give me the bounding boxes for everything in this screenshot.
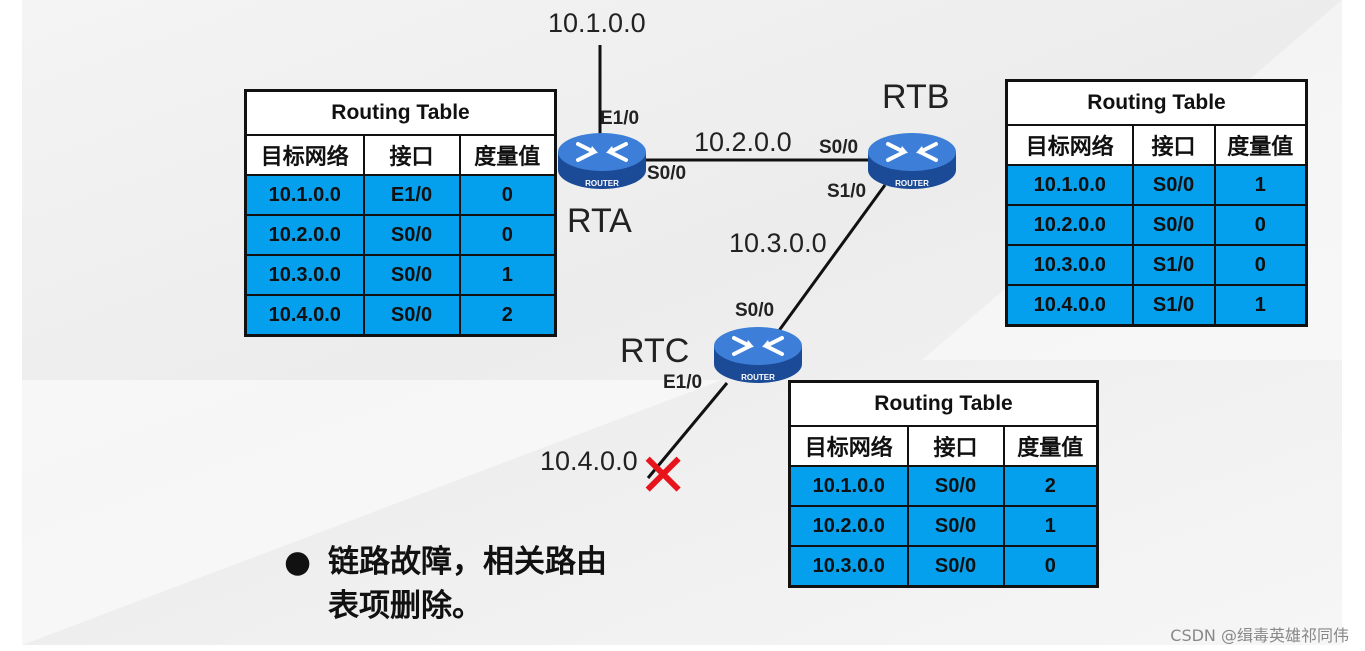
cell-metric: 0 xyxy=(1213,204,1308,246)
column-header-metric: 度量值 xyxy=(458,134,557,176)
network-label-10-2: 10.2.0.0 xyxy=(694,127,792,157)
table-row: 10.1.0.0 S0/0 1 xyxy=(1005,164,1308,206)
cell-interface: S0/0 xyxy=(362,294,461,337)
column-header-destination: 目标网络 xyxy=(788,425,909,467)
column-header-interface: 接口 xyxy=(1131,124,1216,166)
bullet-dot-icon: ● xyxy=(284,544,312,580)
watermark: CSDN @缉毒英雄祁同伟 xyxy=(1170,626,1349,645)
routing-table-rtb: Routing Table 目标网络 接口 度量值 10.1.0.0 S0/0 … xyxy=(1005,79,1309,327)
cell-interface: S0/0 xyxy=(906,505,1005,547)
cell-metric: 1 xyxy=(1213,164,1308,206)
link-failure-icon: ✕ xyxy=(638,441,689,511)
link-rtb-rtc xyxy=(776,184,887,333)
router-name-rtc: RTC xyxy=(620,332,690,370)
interface-label-rta-s00: S0/0 xyxy=(647,163,687,184)
table-row: 10.3.0.0 S0/0 1 xyxy=(244,254,557,296)
column-header-interface: 接口 xyxy=(362,134,461,176)
interface-label-rtc-s00: S0/0 xyxy=(735,300,775,321)
cell-metric: 1 xyxy=(1002,505,1099,547)
table-row: 10.2.0.0 S0/0 0 xyxy=(1005,204,1308,246)
network-label-10-1: 10.1.0.0 xyxy=(548,8,646,38)
table-row: 10.2.0.0 S0/0 0 xyxy=(244,214,557,256)
cell-interface: S0/0 xyxy=(1131,204,1216,246)
table-row: 10.4.0.0 S1/0 1 xyxy=(1005,284,1308,327)
column-header-interface: 接口 xyxy=(906,425,1005,467)
cell-destination: 10.4.0.0 xyxy=(244,294,365,337)
router-badge-rtb: ROUTER xyxy=(895,179,929,188)
link-rtc-n4 xyxy=(646,382,729,479)
table-row: 10.1.0.0 E1/0 0 xyxy=(244,174,557,216)
cell-interface: S0/0 xyxy=(1131,164,1216,206)
cell-metric: 2 xyxy=(458,294,557,337)
table-row: 10.1.0.0 S0/0 2 xyxy=(788,465,1099,507)
bullet-text: 链路故障，相关路由表项删除。 xyxy=(328,544,607,624)
router-badge-rta: ROUTER xyxy=(585,179,619,188)
table-row: 10.3.0.0 S0/0 0 xyxy=(788,545,1099,588)
cell-metric: 0 xyxy=(1002,545,1099,588)
cell-interface: S0/0 xyxy=(906,465,1005,507)
cell-destination: 10.2.0.0 xyxy=(1005,204,1134,246)
cell-destination: 10.1.0.0 xyxy=(244,174,365,216)
cell-interface: S1/0 xyxy=(1131,244,1216,286)
cell-metric: 0 xyxy=(1213,244,1308,286)
cell-metric: 2 xyxy=(1002,465,1099,507)
cell-destination: 10.3.0.0 xyxy=(244,254,365,296)
interface-label-rtc-e10: E1/0 xyxy=(663,372,703,393)
table-row: 10.2.0.0 S0/0 1 xyxy=(788,505,1099,547)
cell-metric: 0 xyxy=(458,214,557,256)
cell-destination: 10.3.0.0 xyxy=(788,545,909,588)
routing-table-rta: Routing Table 目标网络 接口 度量值 10.1.0.0 E1/0 … xyxy=(244,89,558,337)
table-row: 10.3.0.0 S1/0 0 xyxy=(1005,244,1308,286)
network-label-10-4: 10.4.0.0 xyxy=(540,446,638,476)
cell-destination: 10.1.0.0 xyxy=(788,465,909,507)
interface-label-rta-e10: E1/0 xyxy=(600,108,640,129)
column-header-destination: 目标网络 xyxy=(244,134,365,176)
router-badge-rtc: ROUTER xyxy=(741,373,775,382)
column-header-metric: 度量值 xyxy=(1002,425,1099,467)
cell-destination: 10.1.0.0 xyxy=(1005,164,1134,206)
routing-table-title: Routing Table xyxy=(244,89,557,136)
interface-label-rtb-s10: S1/0 xyxy=(827,181,867,202)
cell-metric: 1 xyxy=(1213,284,1308,327)
cell-interface: E1/0 xyxy=(362,174,461,216)
cell-destination: 10.2.0.0 xyxy=(788,505,909,547)
router-icon-rtb: ROUTER xyxy=(868,133,956,189)
network-label-10-3: 10.3.0.0 xyxy=(729,228,827,258)
cell-interface: S0/0 xyxy=(362,254,461,296)
router-icon-rtc: ROUTER xyxy=(714,327,802,383)
cell-interface: S1/0 xyxy=(1131,284,1216,327)
cell-metric: 0 xyxy=(458,174,557,216)
cell-interface: S0/0 xyxy=(362,214,461,256)
column-header-metric: 度量值 xyxy=(1213,124,1308,166)
column-header-destination: 目标网络 xyxy=(1005,124,1134,166)
router-name-rta: RTA xyxy=(567,202,632,240)
cell-destination: 10.2.0.0 xyxy=(244,214,365,256)
table-row: 10.4.0.0 S0/0 2 xyxy=(244,294,557,337)
cell-metric: 1 xyxy=(458,254,557,296)
cell-destination: 10.4.0.0 xyxy=(1005,284,1134,327)
cell-interface: S0/0 xyxy=(906,545,1005,588)
routing-table-title: Routing Table xyxy=(1005,79,1308,126)
router-name-rtb: RTB xyxy=(882,78,950,116)
routing-table-rtc: Routing Table 目标网络 接口 度量值 10.1.0.0 S0/0 … xyxy=(788,380,1100,588)
interface-label-rtb-s00: S0/0 xyxy=(819,137,859,158)
routing-table-title: Routing Table xyxy=(788,380,1099,427)
router-icon-rta: ROUTER xyxy=(558,133,646,189)
cell-destination: 10.3.0.0 xyxy=(1005,244,1134,286)
